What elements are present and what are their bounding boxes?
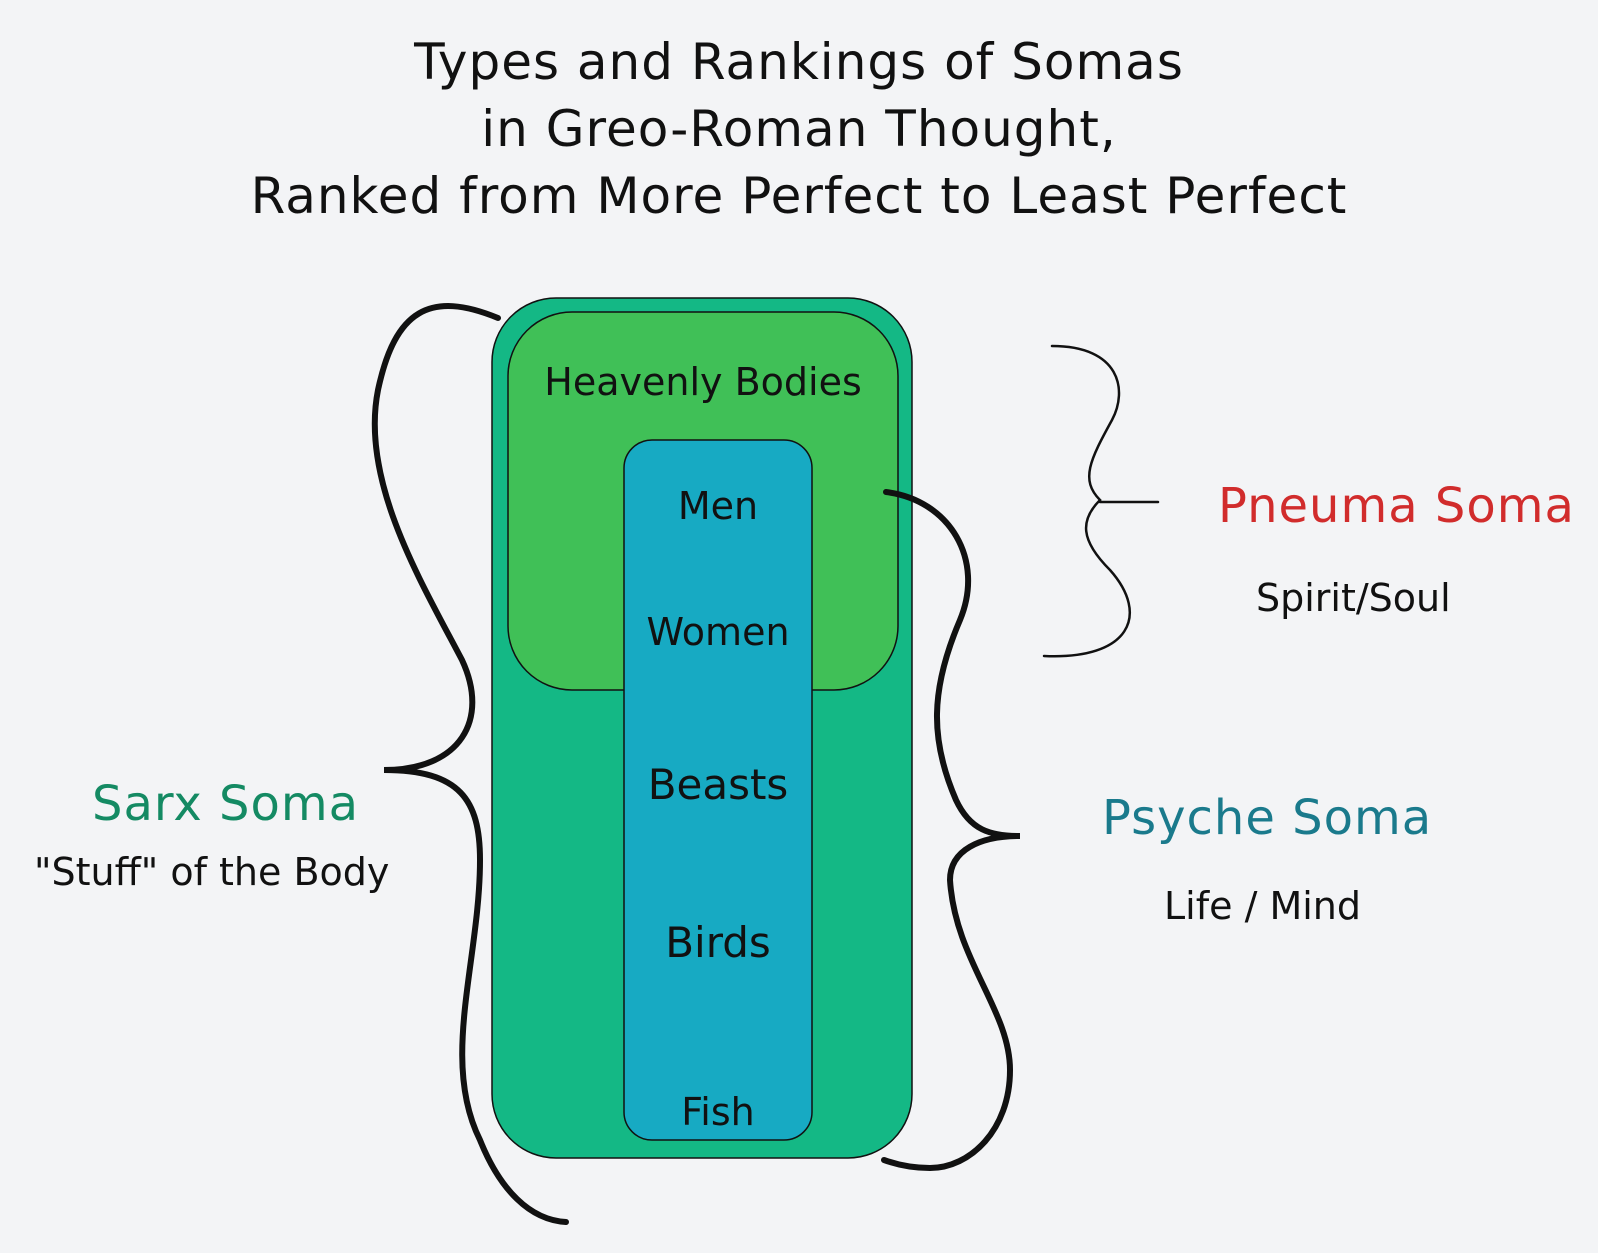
women-label: Women (646, 610, 790, 654)
psyche-soma-subtitle: Life / Mind (1164, 884, 1361, 928)
pneuma-soma-subtitle: Spirit/Soul (1256, 576, 1451, 620)
pneuma-soma-title: Pneuma Soma (1218, 478, 1575, 534)
psyche-soma-title: Psyche Soma (1102, 790, 1433, 846)
sarx-soma-title: Sarx Soma (92, 776, 359, 832)
beasts-label: Beasts (647, 760, 789, 809)
inner-column (623, 439, 813, 1141)
sarx-soma-subtitle: "Stuff" of the Body (34, 850, 390, 894)
heavenly-bodies-label: Heavenly Bodies (544, 360, 862, 404)
men-label: Men (677, 484, 759, 528)
diagram-title-line-3: Ranked from More Perfect to Least Perfec… (250, 167, 1348, 225)
sarx-brace (371, 303, 569, 1225)
fish-label: Fish (681, 1090, 755, 1134)
pneuma-brace (1042, 344, 1160, 658)
psyche-brace (881, 489, 1021, 1172)
birds-label: Birds (665, 918, 771, 967)
diagram-title-line-1: Types and Rankings of Somas (414, 33, 1184, 91)
diagram-title-line-2: in Greo-Roman Thought, (481, 100, 1117, 158)
